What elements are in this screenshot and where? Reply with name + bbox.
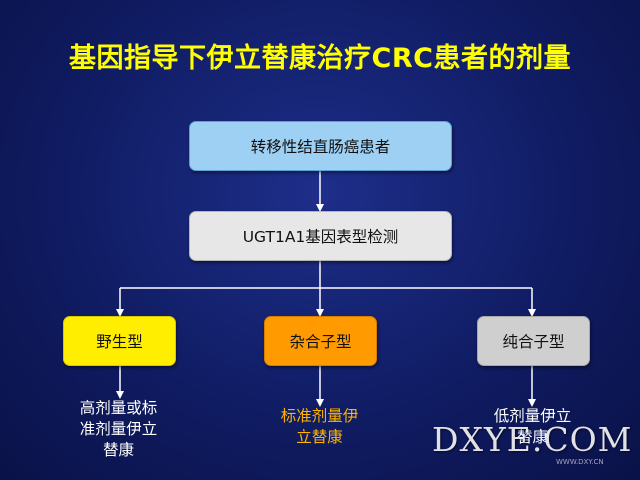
node-ugt1a1-genotype-test: UGT1A1基因表型检测 <box>189 211 452 261</box>
dose-line: 低剂量伊立 <box>493 407 572 425</box>
watermark-logo: DXYE.COM <box>432 420 633 459</box>
dose-line: 替康 <box>102 441 134 459</box>
dose-text-wild-type: 高剂量或标 准剂量伊立 替康 <box>63 398 174 461</box>
dose-line: 高剂量或标 <box>79 399 158 417</box>
node-label: 野生型 <box>96 333 143 351</box>
node-label: UGT1A1基因表型检测 <box>242 228 399 246</box>
slide-title: 基因指导下伊立替康治疗CRC患者的剂量 <box>69 43 571 74</box>
dose-line: 准剂量伊立 <box>79 420 158 438</box>
dose-line: 标准剂量伊 <box>280 407 359 425</box>
node-metastatic-crc-patients: 转移性结直肠癌患者 <box>189 121 452 171</box>
dose-line: 立替康 <box>296 428 343 446</box>
dose-text-heterozygous: 标准剂量伊 立替康 <box>249 406 390 448</box>
dose-text-homozygous: 低剂量伊立 替康 <box>472 406 593 448</box>
node-wild-type: 野生型 <box>63 316 176 366</box>
node-heterozygous: 杂合子型 <box>264 316 377 366</box>
node-label: 转移性结直肠癌患者 <box>250 138 391 156</box>
dose-line: 替康 <box>516 428 548 446</box>
node-label: 杂合子型 <box>289 333 352 351</box>
node-label: 纯合子型 <box>502 333 565 351</box>
node-homozygous: 纯合子型 <box>477 316 590 366</box>
watermark-url: WWW.DXY.CN <box>556 458 604 466</box>
